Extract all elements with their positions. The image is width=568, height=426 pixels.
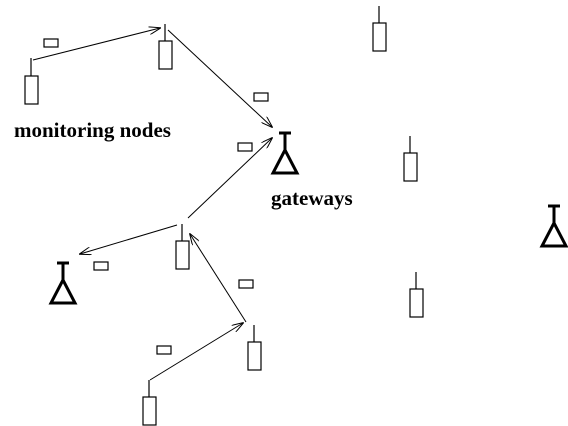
sensor-node-icon [372,6,387,52]
sensor-node-icon [142,380,157,426]
data-packet-icon [253,92,269,102]
data-packet-icon [156,345,172,355]
link-node3-to-gateway2 [80,224,178,254]
gateway-icon [539,204,568,248]
sensor-node-icon [24,58,39,105]
gateways [48,131,568,305]
monitoring-nodes-label: monitoring nodes [14,118,171,142]
data-packet-icon [93,261,109,271]
monitoring-nodes [24,6,424,426]
link-node2-to-gateway1 [167,29,272,127]
data-packet-icon [43,38,59,48]
data-packet-icon [237,142,253,152]
sensor-node-icon [175,224,190,270]
link-node4-to-node3 [190,234,247,323]
link-node1-to-node2 [32,28,160,61]
gateways-label: gateways [271,186,353,210]
gateway-icon [48,261,78,305]
gateway-icon [270,131,300,175]
packets [43,38,269,355]
data-packet-icon [238,279,254,289]
sensor-node-icon [403,136,418,182]
sensor-node-icon [247,325,262,371]
link-node5-to-node4 [149,323,243,381]
links [32,28,272,381]
sensor-node-icon [409,272,424,318]
link-node3-to-gateway1 [187,138,272,219]
sensor-node-icon [158,24,173,70]
